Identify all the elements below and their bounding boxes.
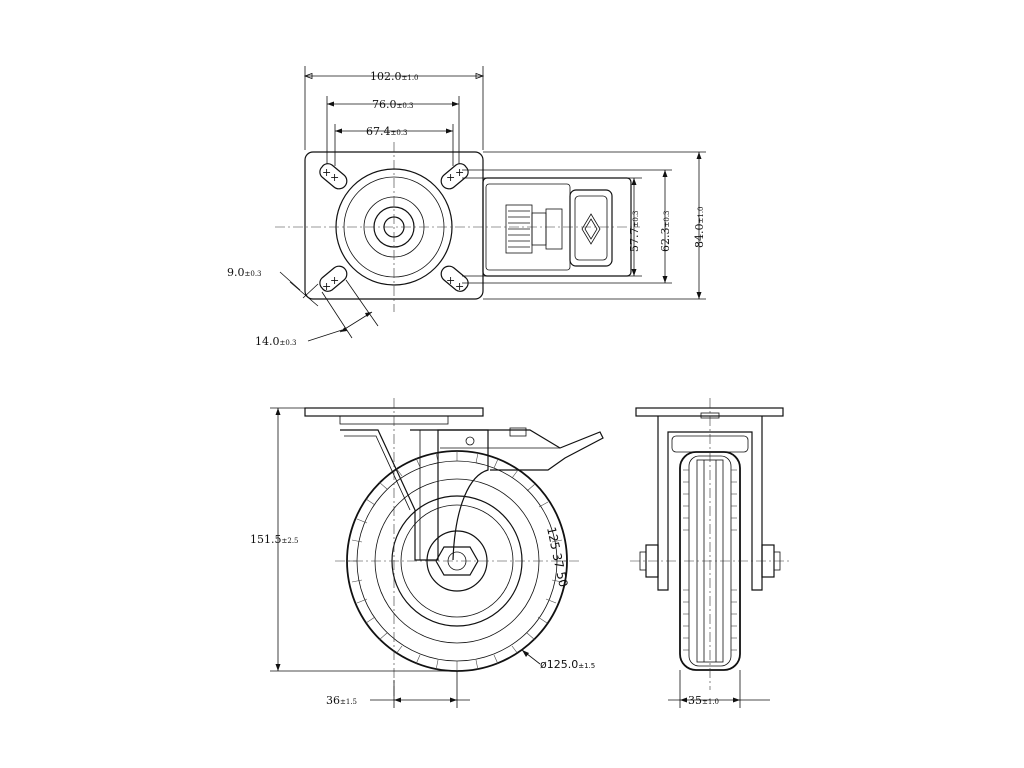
dim-slot-length: 14.0±0.3 [255,335,297,348]
dim-offset: 36±1.5 [326,694,357,707]
mounting-slot-tr: ++ [440,163,469,190]
side-view: 125 37 50 151.5±2.5 36±1.5 ø125.0±1.5 [250,398,604,708]
dim-hole-outer: 76.0±0.3 [372,98,414,111]
svg-text:+: + [330,171,339,184]
dim-hole-v-inner: 57.7±0.3 [628,211,641,253]
svg-text:+: + [446,274,455,287]
front-view: 35±1.0 [630,398,790,708]
svg-text:+: + [455,166,464,179]
pedal-diamond-icon [581,213,601,245]
svg-text:+: + [322,166,331,179]
mounting-slot-tl: ++ [319,163,348,190]
svg-text:+: + [322,280,331,293]
dim-diameter: ø125.0±1.5 [540,658,595,671]
svg-text:+: + [455,280,464,293]
brake-pedal [569,189,613,267]
dim-height: 151.5±2.5 [250,533,299,546]
front-tread [683,469,737,651]
fork-leg [340,429,489,561]
dim-hole-inner: 67.4±0.3 [366,125,408,138]
mounting-slot-br: ++ [440,265,469,293]
svg-text:+: + [330,274,339,287]
front-fork [657,416,763,591]
dim-width-total: 102.0±1.0 [370,70,419,83]
svg-text:+: + [446,171,455,184]
dim-wheel-width: 35±1.0 [688,694,719,707]
top-view: ++ ++ ++ ++ 102.0±1.0 76.0±0.3 [227,66,706,348]
dim-plate-depth: 84.0±1.0 [693,207,706,249]
axle-hex-nut [435,546,479,576]
tire-tread [347,451,566,671]
dim-slot-width: 9.0±0.3 [227,266,262,279]
dim-hole-v-outer: 62.3±0.3 [659,211,672,253]
mounting-slot-bl: ++ [319,265,348,293]
front-top-plate [635,407,784,417]
brake-lever [410,429,604,471]
